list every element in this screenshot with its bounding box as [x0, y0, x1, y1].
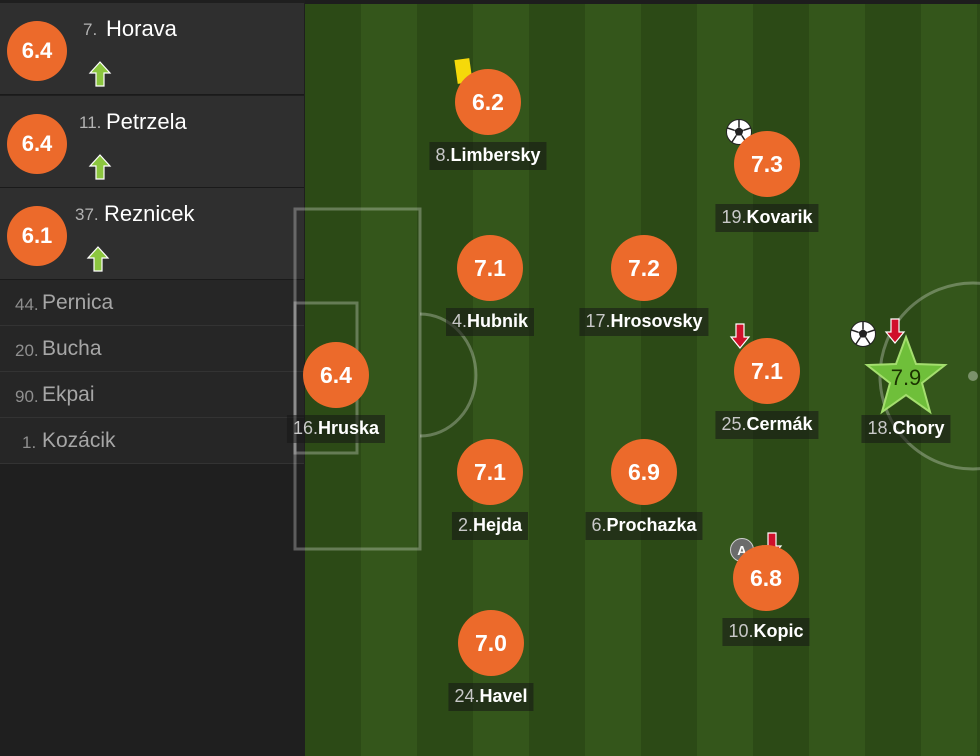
bench-row-ekpai[interactable]: 90. Ekpai: [0, 372, 304, 418]
player-label: 10.Kopic: [722, 618, 810, 646]
player-rating: 6.2: [455, 69, 521, 135]
pitch: 6.2 8.Limbersky 7.3 19.Kovarik 7.1 4.Hub…: [286, 4, 980, 756]
bench-row-bucha[interactable]: 20. Bucha: [0, 326, 304, 372]
player-number: 16.: [292, 418, 318, 438]
player-name: Reznicek: [104, 201, 195, 226]
player-name: Kozácik: [42, 429, 116, 452]
player-label: 18.Chory: [861, 415, 951, 443]
player-name: Hejda: [472, 515, 523, 535]
player-number: 17.: [585, 311, 611, 331]
player-rating: 6.4: [7, 114, 67, 174]
bench-row-pernica[interactable]: 44. Pernica: [0, 280, 304, 326]
player-number: 90.: [15, 387, 39, 406]
player-number: 6.: [591, 515, 607, 535]
goal-ball-icon: [850, 321, 876, 347]
sub-in-arrow-icon: [88, 154, 112, 180]
player-rating: 7.3: [734, 131, 800, 197]
player-rating: 7.1: [457, 235, 523, 301]
player-rating: 7.2: [611, 235, 677, 301]
player-name: Limbersky: [450, 145, 541, 165]
player-label: 19.Kovarik: [715, 204, 819, 232]
player-name: Petrzela: [106, 109, 187, 134]
player-label: 16.Hruska: [286, 415, 386, 443]
player-number: 24.: [454, 686, 480, 706]
player-name: Hubnik: [467, 311, 529, 331]
player-number: 19.: [721, 207, 747, 227]
player-name: Bucha: [42, 337, 102, 360]
player-number: 10.: [728, 621, 754, 641]
player-rating: 7.0: [458, 610, 524, 676]
player-rating: 7.9: [890, 365, 922, 390]
sub-row-petrzela[interactable]: 6.4 11. Petrzela: [0, 96, 304, 188]
player-number: 18.: [867, 418, 893, 438]
player-number: 37.: [75, 205, 99, 224]
player-number: 25.: [721, 414, 747, 434]
player-name: Ekpai: [42, 383, 95, 406]
sub-out-arrow-icon: [729, 323, 751, 349]
player-number: 8.: [435, 145, 451, 165]
player-name: Kopic: [753, 621, 804, 641]
player-number: 11.: [79, 113, 102, 132]
player-name: Hruska: [318, 418, 380, 438]
player-rating: 7.1: [457, 439, 523, 505]
player-label: 17.Hrosovsky: [579, 308, 709, 336]
player-name: Pernica: [42, 291, 114, 314]
player-label: 25.Cermák: [715, 411, 819, 439]
sub-row-horava[interactable]: 6.4 7. Horava: [0, 3, 304, 95]
player-label: 8.Limbersky: [429, 142, 547, 170]
player-name: Havel: [479, 686, 528, 706]
player-label: 4.Hubnik: [445, 308, 535, 336]
player-label: 24.Havel: [448, 683, 534, 711]
player-number: 1.: [22, 433, 37, 452]
player-number: 7.: [83, 20, 98, 39]
player-name: Chory: [892, 418, 945, 438]
player-number: 20.: [15, 341, 39, 360]
player-label: 6.Prochazka: [585, 512, 703, 540]
player-rating: 6.4: [7, 21, 67, 81]
player-name: Horava: [106, 16, 177, 41]
sub-out-arrow-icon: [884, 318, 906, 344]
player-rating: 6.8: [733, 545, 799, 611]
player-name: Cermák: [746, 414, 813, 434]
sub-row-reznicek[interactable]: 6.1 37. Reznicek: [0, 188, 304, 280]
sub-in-arrow-icon: [88, 61, 112, 87]
player-rating: 6.4: [303, 342, 369, 408]
player-rating: 7.1: [734, 338, 800, 404]
player-name: Prochazka: [606, 515, 697, 535]
substitutes-panel: 6.4 7. Horava 6.4 11. Petrzela 6.1 37. R…: [0, 0, 305, 756]
player-name: Hrosovsky: [610, 311, 703, 331]
player-rating: 6.9: [611, 439, 677, 505]
player-rating: 6.1: [7, 206, 67, 266]
player-number: 4.: [451, 311, 468, 331]
player-number: 44.: [15, 295, 39, 314]
sub-in-arrow-icon: [86, 246, 110, 272]
player-label: 2.Hejda: [451, 512, 529, 540]
player-number: 2.: [457, 515, 473, 535]
player-name: Kovarik: [746, 207, 813, 227]
man-of-the-match-star-icon: [864, 334, 948, 415]
bench-row-kozacik[interactable]: 1. Kozácik: [0, 418, 304, 464]
